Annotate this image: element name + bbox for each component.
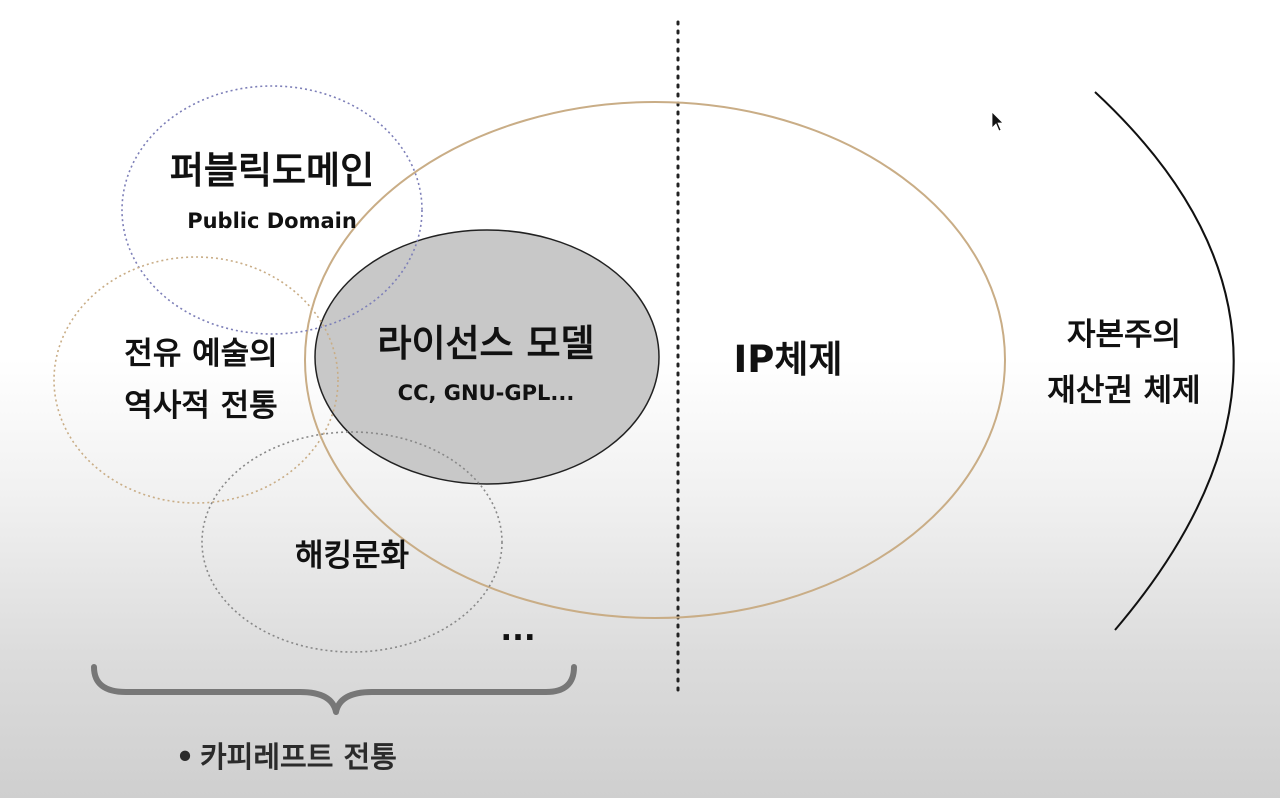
capitalism-arc xyxy=(1094,91,1235,631)
copyleft-bullet: • xyxy=(176,740,195,774)
appropriation-art-line1: 전유 예술의 xyxy=(124,336,277,372)
ip-system-title: IP체제 xyxy=(734,338,843,381)
hacking-culture-title: 해킹문화 xyxy=(295,538,410,574)
copyleft-tradition-label: 카피레프트 전통 xyxy=(200,740,397,774)
capitalist-property-line1: 자본주의 xyxy=(1067,317,1181,353)
license-model-title: 라이선스 모델 xyxy=(377,322,594,365)
copyleft-brace xyxy=(91,664,577,715)
appropriation-art-line2: 역사적 전통 xyxy=(124,388,277,424)
public-domain-title: 퍼블릭도메인 xyxy=(170,149,374,192)
license-model-subtitle: CC, GNU-GPL... xyxy=(398,381,575,405)
public-domain-circle xyxy=(121,85,423,335)
ellipsis-text: ... xyxy=(500,612,535,648)
appropriation-art-circle xyxy=(53,256,339,504)
mouse-cursor-icon xyxy=(991,111,1004,132)
public-domain-subtitle: Public Domain xyxy=(187,209,357,233)
capitalist-property-line2: 재산권 체제 xyxy=(1047,373,1200,409)
license-model-ellipse xyxy=(314,229,660,485)
ip-system-ellipse xyxy=(304,101,1006,619)
hacking-culture-circle xyxy=(201,431,503,653)
